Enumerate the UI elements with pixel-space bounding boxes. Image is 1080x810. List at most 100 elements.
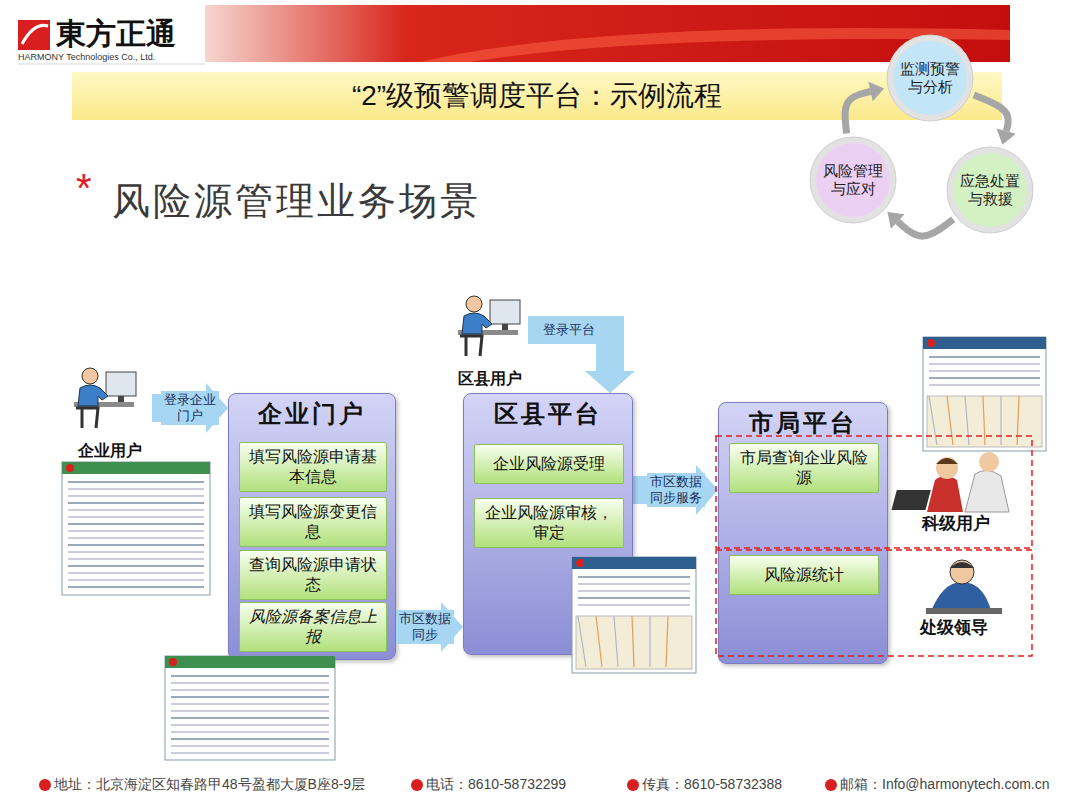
section-heading: 风险源管理业务场景 <box>112 176 481 227</box>
screen-row <box>171 710 329 712</box>
screen-row <box>68 572 204 574</box>
node-text: 填写风险源变更信息 <box>246 502 380 542</box>
screen-row <box>578 576 690 578</box>
process-box: 企业风险源受理 <box>474 444 624 484</box>
screen-row <box>171 745 329 747</box>
connector <box>528 330 635 393</box>
connector-label: 登录平台 <box>541 321 597 339</box>
screen-row <box>929 370 1040 372</box>
circle-fill <box>893 41 967 115</box>
header-banner <box>205 5 1010 62</box>
screen-emblem <box>927 339 935 347</box>
platform-panel: 企业风险源受理企业风险源审核，审定区县平台 <box>463 393 633 655</box>
cycle-stage: 风险管理与应对 <box>809 136 897 224</box>
monitor <box>490 300 520 324</box>
arrowhead <box>997 129 1016 145</box>
screen-row <box>68 481 204 483</box>
title-text: “2”级预警调度平台：示例流程 <box>72 72 1002 120</box>
screen-row <box>171 738 329 740</box>
screen-row <box>68 488 204 490</box>
user-role: 科级用户 <box>922 512 990 535</box>
bullet-mark: * <box>76 166 92 211</box>
platform-panel: 填写风险源申请基本信息填写风险源变更信息查询风险源申请状态风险源备案信息上报企业… <box>228 393 396 660</box>
screen-row <box>68 579 204 581</box>
screen-row <box>68 586 204 588</box>
process-box: 风险源备案信息上报 <box>239 602 387 652</box>
map-road <box>596 616 602 667</box>
company-logo-text: 東方正通 <box>56 14 176 55</box>
map-area <box>927 396 1042 447</box>
arrowhead <box>868 82 884 102</box>
user-role: 处级领导 <box>920 616 988 639</box>
monitor <box>106 372 136 396</box>
person-body <box>78 385 108 406</box>
dashed-frame <box>716 436 1032 548</box>
connector <box>974 95 1016 145</box>
node-text: 填写风险源申请基本信息 <box>246 447 380 487</box>
node-text: 区县用户 <box>456 369 524 388</box>
map-road <box>614 616 618 667</box>
screen-row <box>578 604 690 606</box>
connector <box>845 82 884 134</box>
panel-heading: 市局平台 <box>719 403 887 438</box>
screen-row <box>171 696 329 698</box>
screen-row <box>68 523 204 525</box>
screen-row <box>929 356 1040 358</box>
circle-ring <box>810 137 896 223</box>
screen-row <box>171 703 329 705</box>
screen-row <box>68 537 204 539</box>
connector <box>387 602 463 652</box>
node-text: 查询风险源申请状态 <box>246 555 380 595</box>
node-text: 风险源统计 <box>764 565 844 585</box>
map-road <box>947 396 953 445</box>
platform-panel: 市局查询企业风险源风险源统计 市局平台 <box>718 402 888 664</box>
circle-ring <box>887 35 973 121</box>
node-text: 风险管理与应对 <box>821 162 885 198</box>
map-road <box>1017 396 1019 445</box>
screen-row <box>171 717 329 719</box>
node-text: 企业用户 <box>76 441 144 460</box>
screenshot <box>572 557 696 673</box>
footer-fax: 传真：8610-58732388 <box>642 776 782 794</box>
user-figure <box>452 290 528 362</box>
connector-label: 登录企业门户 <box>161 391 219 426</box>
screen-row <box>68 551 204 553</box>
cycle-stage: 应急处置与救援 <box>946 146 1034 234</box>
screen-row <box>171 731 329 733</box>
screen-frame <box>923 337 1046 451</box>
connector-shaft <box>974 95 1009 131</box>
person-head <box>466 296 482 312</box>
map-road <box>666 616 668 667</box>
map-road <box>632 616 634 667</box>
footer-address: 地址：北京海淀区知春路甲48号盈都大厦B座8-9层 <box>54 776 365 794</box>
node-text: 市局查询企业风险源 <box>736 448 872 488</box>
monitor-stand <box>502 324 508 330</box>
process-box: 填写风险源申请基本信息 <box>239 442 387 492</box>
chair <box>76 408 98 428</box>
connector-label: 市区数据同步 <box>396 610 454 645</box>
process-box: 企业风险源审核，审定 <box>474 498 624 548</box>
screen-row <box>929 377 1040 379</box>
node-text: 应急处置与救援 <box>958 172 1022 208</box>
map-road <box>983 396 985 445</box>
dashed-frame <box>716 550 1032 656</box>
screen-row <box>68 558 204 560</box>
connector <box>887 212 953 236</box>
map-road <box>649 616 650 667</box>
user-actor: 区县用户 <box>452 290 528 388</box>
connector-shaft <box>898 219 953 236</box>
screenshot <box>165 656 335 760</box>
screen-header <box>165 656 335 668</box>
screen-emblem <box>66 464 74 472</box>
map-area <box>576 616 692 669</box>
screen-header <box>923 337 1046 349</box>
leader-figure <box>926 560 1002 614</box>
node-text: 企业风险源受理 <box>493 454 605 474</box>
footer-phone: 电话：8610-58732299 <box>426 776 566 794</box>
map-road <box>1000 396 1001 445</box>
connector <box>152 383 228 433</box>
person-body <box>462 313 492 334</box>
connector-label: 市区数据同步服务 <box>647 473 705 508</box>
screen-row <box>171 689 329 691</box>
screen-emblem <box>576 559 584 567</box>
